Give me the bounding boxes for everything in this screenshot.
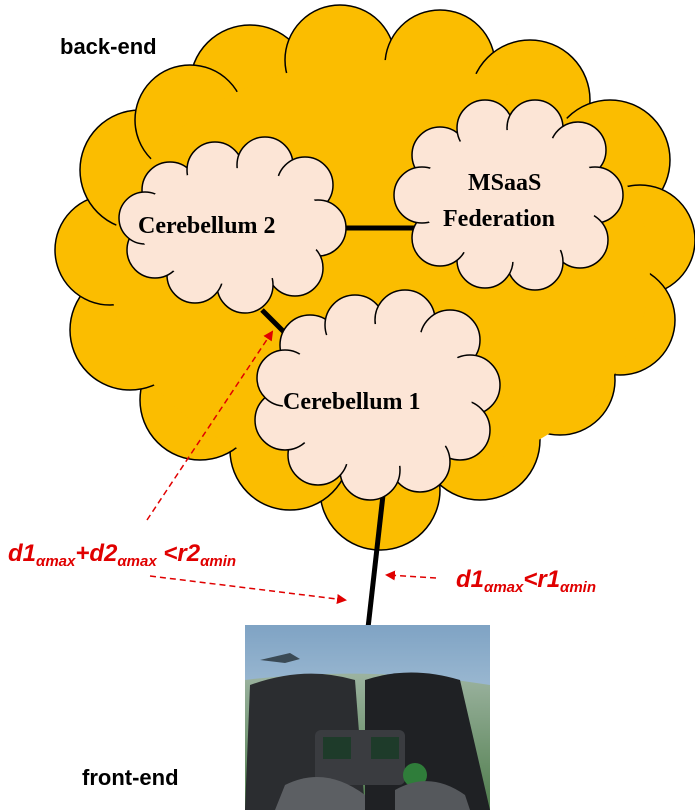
cockpit-simulator-image: [245, 625, 490, 810]
eq-right-sub2: αmin: [560, 579, 596, 596]
right-equation: d1αmax<r1αmin: [456, 566, 596, 596]
back-end-label: back-end: [60, 34, 157, 60]
arrow-to-left-link: [150, 576, 345, 600]
eq-right-lt: <r1: [523, 566, 560, 593]
msaas-label-line2: Federation: [443, 206, 555, 233]
arrow-to-right-link: [387, 575, 436, 578]
front-end-label: front-end: [82, 765, 179, 791]
left-equation: d1αmax+d2αmax <r2αmin: [8, 540, 236, 570]
cerebellum-2-label: Cerebellum 2: [138, 213, 276, 240]
eq-left-lt: <r2: [157, 540, 200, 567]
eq-left-sub2: αmax: [117, 553, 156, 570]
eq-left-sub1: αmax: [36, 553, 75, 570]
eq-left-sub3: αmin: [200, 553, 236, 570]
cerebellum-1-label: Cerebellum 1: [283, 389, 421, 416]
eq-right-sub1: αmax: [484, 579, 523, 596]
msaas-label-line1: MSaaS: [468, 170, 541, 197]
eq-right-d1: d1: [456, 566, 484, 593]
eq-left-plus: +d2: [75, 540, 117, 567]
eq-left-d1: d1: [8, 540, 36, 567]
